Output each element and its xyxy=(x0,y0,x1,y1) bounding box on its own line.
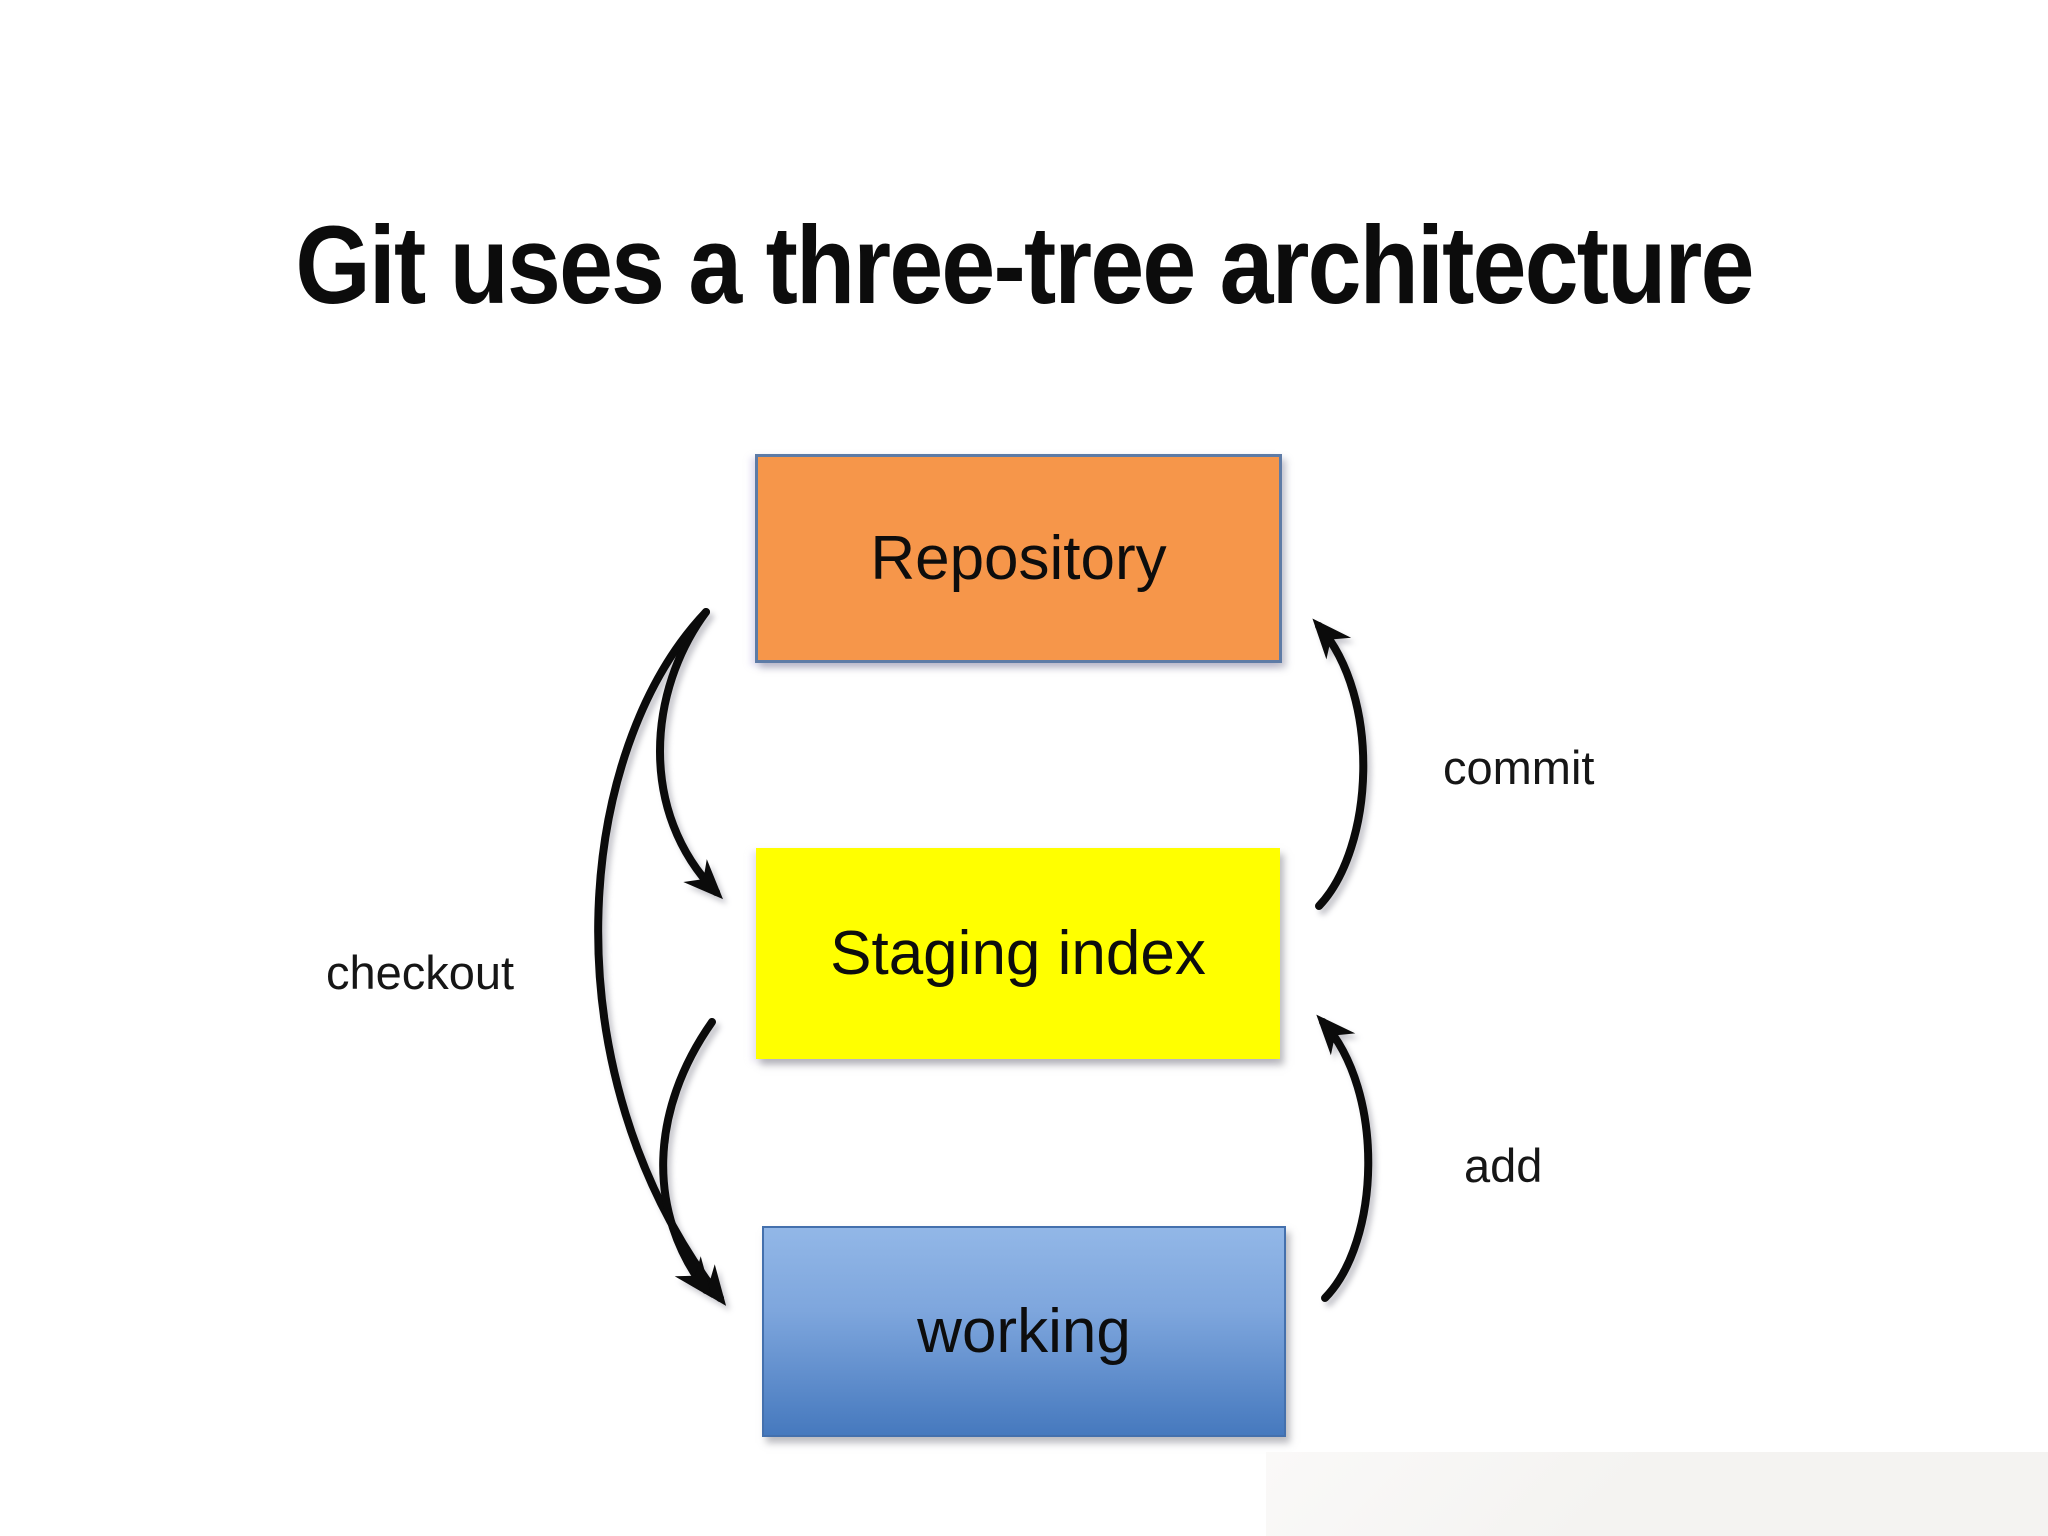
node-repository-label: Repository xyxy=(870,524,1167,593)
node-working-label: working xyxy=(917,1297,1131,1366)
node-staging-index: Staging index xyxy=(756,848,1280,1059)
commit-edge-label: commit xyxy=(1443,741,1595,794)
add-arrow xyxy=(1316,1014,1373,1302)
commit-arrow xyxy=(1312,618,1368,910)
node-staging-index-label: Staging index xyxy=(830,919,1206,988)
add-edge-label: add xyxy=(1464,1139,1543,1192)
node-working: working xyxy=(762,1226,1286,1437)
checkout-arrow-repo-to-staging xyxy=(656,608,723,900)
checkout-edge-label: checkout xyxy=(326,946,515,999)
bottom-right-gray-region xyxy=(1266,1452,2048,1536)
page-title: Git uses a three-tree architecture xyxy=(295,203,1754,327)
checkout-arrow-staging-to-working xyxy=(659,1018,716,1298)
node-repository: Repository xyxy=(755,454,1282,663)
checkout-arrow-repo-to-working xyxy=(594,608,727,1306)
